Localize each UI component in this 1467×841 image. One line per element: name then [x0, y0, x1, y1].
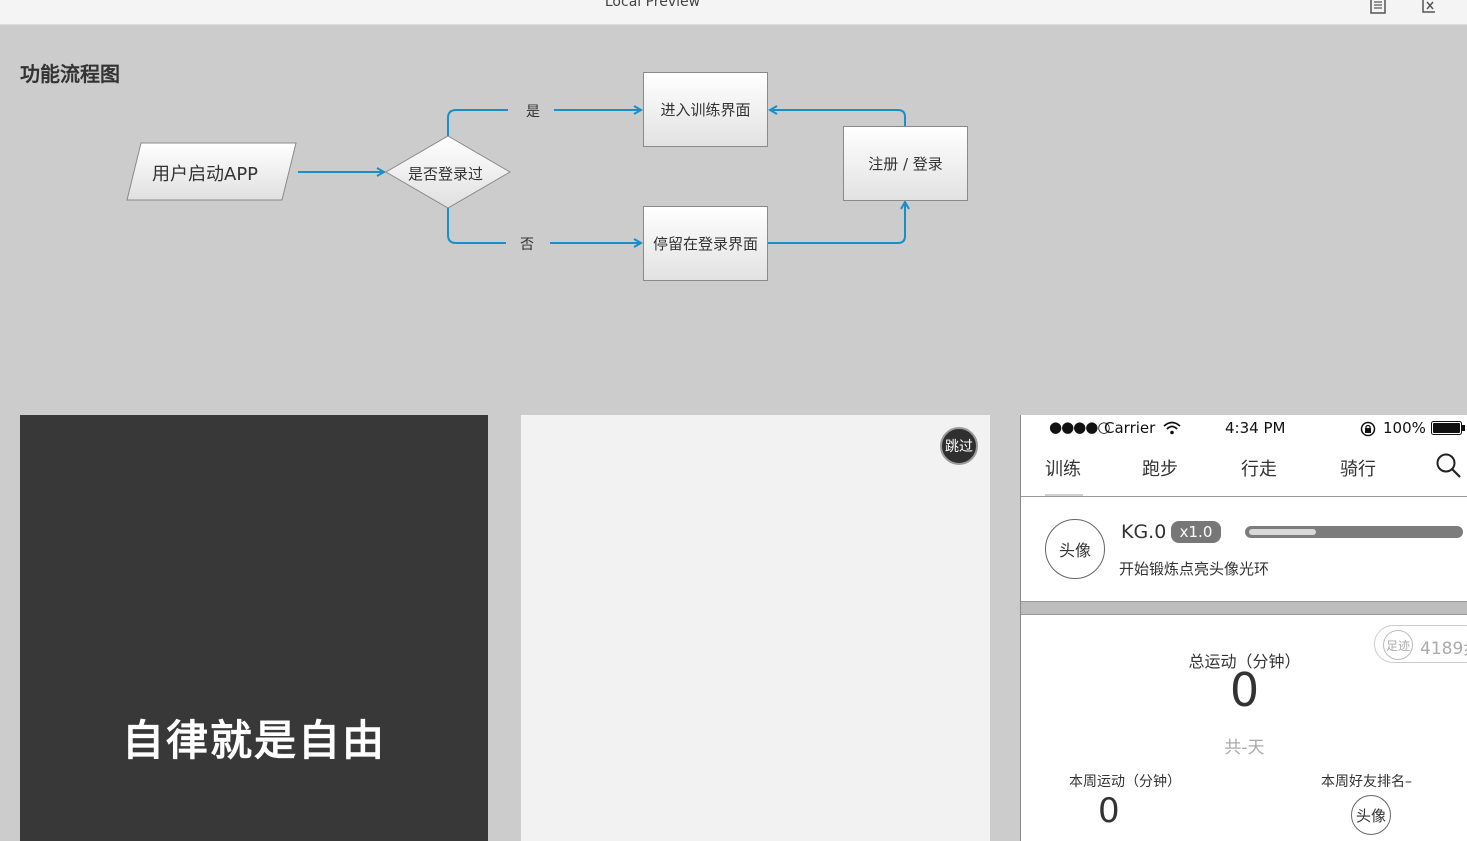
- search-icon[interactable]: [1435, 452, 1463, 480]
- avatar[interactable]: 头像: [1045, 519, 1105, 579]
- rotation-lock-icon: [1360, 421, 1376, 437]
- battery-icon: [1431, 421, 1465, 435]
- status-bar: ●●●●○ Carrier 4:34 PM 100%: [1021, 415, 1467, 443]
- arrow-stay-to-register: [768, 202, 905, 244]
- clock: 4:34 PM: [1225, 419, 1286, 437]
- splash-slogan: 自律就是自由: [121, 716, 386, 765]
- arrow-register-to-enter: [770, 110, 906, 126]
- steps-pill[interactable]: 足迹 4189步: [1374, 625, 1467, 663]
- wifi-icon: [1163, 421, 1181, 435]
- register-login-node: 注册 / 登录: [843, 126, 968, 201]
- window-title: Local Preview: [604, 0, 701, 10]
- profile-hint: 开始锻炼点亮头像光环: [1119, 560, 1270, 578]
- window-titlebar: Local Preview: [0, 0, 1467, 25]
- start-node: 用户启动APP: [152, 164, 259, 185]
- weekly-exercise-label: 本周运动（分钟）: [1069, 774, 1181, 790]
- close-preview-icon[interactable]: [1420, 0, 1438, 14]
- start-node-shape: [126, 142, 297, 201]
- weekly-exercise-value: 0: [1098, 791, 1120, 831]
- carrier-label: Carrier: [1104, 419, 1156, 437]
- signal-indicator: ●●●●○: [1049, 418, 1110, 436]
- sport-tabs: 训练 跑步 行走 骑行: [1021, 449, 1467, 497]
- edge-label-yes: 是: [526, 104, 540, 120]
- steps-count: 4189步: [1420, 639, 1467, 659]
- level-label: KG.0: [1121, 521, 1167, 543]
- battery-percent: 100%: [1383, 419, 1426, 437]
- multiplier-badge: x1.0: [1171, 521, 1221, 543]
- footprint-icon: 足迹: [1383, 630, 1413, 660]
- friend-avatar[interactable]: 头像: [1351, 795, 1391, 835]
- enter-training-node: 进入训练界面: [643, 72, 768, 147]
- total-exercise-label: 总运动（分钟）: [1188, 652, 1301, 671]
- arrow-no-branch-a: [447, 208, 506, 244]
- total-exercise-value: 0: [1229, 663, 1260, 717]
- tab-cycling[interactable]: 骑行: [1340, 459, 1376, 480]
- level-progress-fill: [1249, 529, 1316, 535]
- level-progress-bar: [1245, 526, 1463, 538]
- tab-running[interactable]: 跑步: [1142, 459, 1178, 480]
- profile-card: 头像 KG.0 x1.0 开始锻炼点亮头像光环: [1021, 497, 1467, 601]
- guide-screen: 跳过: [521, 415, 990, 841]
- notes-icon[interactable]: [1369, 0, 1387, 14]
- tab-training[interactable]: 训练: [1045, 459, 1081, 480]
- flowchart-connectors: [126, 60, 1000, 300]
- skip-button[interactable]: 跳过: [940, 427, 978, 465]
- splash-screen: 自律就是自由: [20, 415, 488, 841]
- total-days: 共-天: [1224, 738, 1265, 758]
- friend-rank-label: 本周好友排名–: [1321, 774, 1412, 790]
- section-divider: [1021, 601, 1467, 615]
- decision-node: 是否登录过: [408, 165, 484, 183]
- edge-label-no: 否: [520, 237, 534, 253]
- flowchart-heading: 功能流程图: [20, 62, 120, 86]
- training-screen: ●●●●○ Carrier 4:34 PM 100% 训练 跑步 行走 骑行: [1020, 415, 1467, 841]
- tab-walking[interactable]: 行走: [1241, 459, 1277, 480]
- active-tab-indicator: [1045, 494, 1083, 496]
- stay-login-node: 停留在登录界面: [643, 206, 768, 281]
- arrow-yes-branch-a: [447, 109, 508, 136]
